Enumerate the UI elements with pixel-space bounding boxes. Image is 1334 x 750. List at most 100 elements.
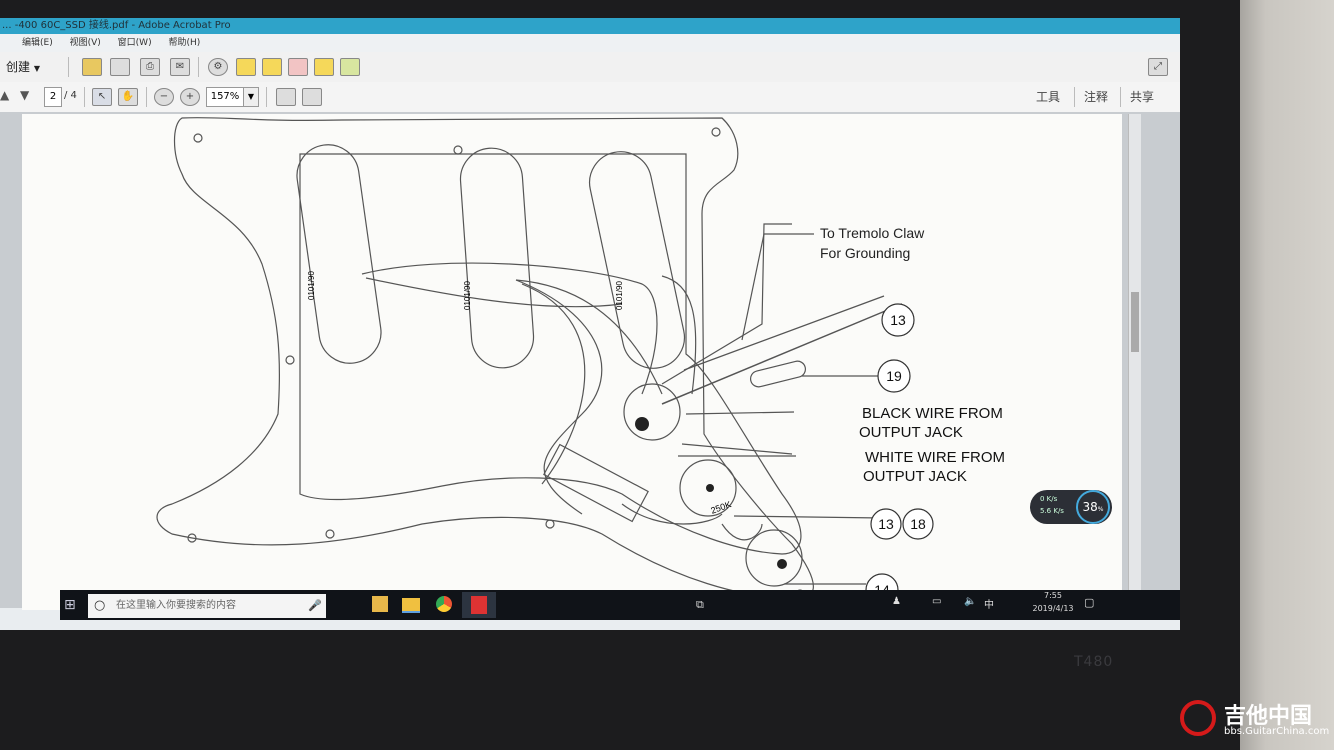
solder-point (706, 484, 714, 492)
wire (661, 303, 903, 405)
vertical-scrollbar[interactable] (1128, 114, 1141, 608)
next-page-icon[interactable]: ▼ (20, 88, 30, 102)
menu-view[interactable]: 视图(V) (69, 38, 101, 48)
tremolo-label-1: To Tremolo Claw (820, 225, 925, 241)
volume-pot (623, 383, 681, 441)
zoom-input[interactable]: 157% (206, 87, 244, 107)
ime-indicator[interactable]: 中 (984, 600, 994, 611)
create-button[interactable]: 创建 ▼ (6, 58, 40, 75)
wire (721, 523, 763, 541)
tools-tab[interactable]: 工具 (1036, 90, 1061, 104)
clock-date[interactable]: 2019/4/13 (1032, 604, 1074, 613)
menu-help[interactable]: 帮助(H) (168, 38, 201, 48)
wire (361, 262, 658, 395)
wire (661, 275, 697, 395)
callout-18: 18 (910, 516, 926, 532)
start-windows-icon[interactable]: ⊞ (64, 597, 76, 613)
tremolo-leader (741, 233, 814, 341)
callout-19-circle (877, 359, 911, 393)
highlight-icon[interactable] (262, 58, 282, 76)
solder-point (635, 417, 649, 431)
stamp-icon[interactable] (288, 58, 308, 76)
percent-unit: % (1097, 506, 1104, 513)
menu-window[interactable]: 窗口(W) (117, 38, 152, 48)
zoom-out-icon[interactable]: − (154, 88, 174, 106)
share-tab[interactable]: 共享 (1130, 90, 1155, 104)
leader-line (733, 515, 883, 519)
page-number-input[interactable]: 2 (44, 87, 62, 107)
callout-19: 19 (886, 368, 902, 384)
tone-pot-1 (679, 459, 737, 517)
chrome-icon[interactable] (436, 596, 452, 612)
wire (621, 503, 723, 525)
callout-13b: 13 (878, 516, 894, 532)
fit-page-icon[interactable] (276, 88, 296, 106)
hand-tool-icon[interactable]: ✋ (118, 88, 138, 106)
comment-tab[interactable]: 注释 (1084, 90, 1109, 104)
sign-icon[interactable] (340, 58, 360, 76)
screw-hole (711, 127, 721, 137)
comment-icon[interactable] (236, 58, 256, 76)
page-total: / 4 (64, 90, 77, 101)
battery-icon[interactable]: ▭ (932, 596, 942, 607)
save-icon[interactable] (110, 58, 130, 76)
divider (266, 87, 267, 107)
taskbar-search[interactable]: ○ 在这里输入你要搜索的内容 🎤 (88, 594, 326, 618)
divider (146, 87, 147, 107)
print-icon[interactable]: ⎙ (140, 58, 160, 76)
attach-icon[interactable] (314, 58, 334, 76)
menu-edit[interactable]: 编辑(E) (22, 38, 53, 48)
screw-hole (453, 145, 463, 155)
task-view-icon[interactable]: ⧉ (696, 598, 704, 611)
divider (84, 87, 85, 107)
zoom-in-icon[interactable]: + (180, 88, 200, 106)
notification-icon[interactable]: ▢ (1084, 596, 1095, 609)
wire (681, 443, 793, 455)
full-screen-icon[interactable] (302, 88, 322, 106)
volume-icon[interactable]: 🔈 (964, 596, 977, 607)
acrobat-taskbar-button[interactable] (462, 592, 496, 618)
wire (515, 279, 663, 395)
chevron-down-icon: ▼ (33, 64, 40, 73)
screw-hole (193, 133, 203, 143)
window-title: ... -400 60C_SSD 接线.pdf - Adobe Acrobat … (0, 18, 1180, 34)
network-monitor-widget[interactable]: 0 K/s 5.6 K/s 38% (1030, 490, 1112, 524)
black-wire-label-1: BLACK WIRE FROM (862, 405, 1003, 422)
divider (1074, 87, 1075, 107)
tone-pot-2 (745, 529, 803, 587)
callout-13b-circle (870, 508, 902, 540)
microphone-icon[interactable]: 🎤 (308, 599, 322, 612)
upload-speed: 0 K/s (1040, 495, 1058, 503)
file-explorer-icon[interactable] (402, 598, 420, 613)
callout-18-circle (902, 508, 934, 540)
select-arrow-icon[interactable]: ↖ (92, 88, 112, 106)
scroll-thumb[interactable] (1131, 292, 1139, 352)
clock-time[interactable]: 7:55 (1044, 591, 1062, 600)
email-icon[interactable]: ✉ (170, 58, 190, 76)
menu-bar: 编辑(E) 视图(V) 窗口(W) 帮助(H) (0, 34, 1180, 52)
expand-icon[interactable]: ⤢ (1148, 58, 1168, 76)
main-toolbar: 创建 ▼ ⎙ ✉ ⚙ ⤢ (0, 52, 1180, 83)
watermark-brand: 吉他中国 (1224, 704, 1313, 729)
screen: ... -400 60C_SSD 接线.pdf - Adobe Acrobat … (0, 18, 1180, 630)
screw-hole (187, 533, 197, 543)
callout-13a-circle (881, 303, 915, 337)
zoom-dropdown-icon[interactable]: ▼ (243, 87, 259, 107)
store-icon[interactable] (372, 596, 388, 612)
divider (68, 57, 69, 77)
gear-icon[interactable]: ⚙ (208, 58, 228, 76)
watermark-logo: 吉他中国 bbs.GuitarChina.com (1176, 696, 1334, 744)
watermark-url: bbs.GuitarChina.com (1224, 726, 1330, 737)
wire (515, 279, 603, 515)
callout-13a: 13 (890, 312, 906, 328)
screw-hole (545, 519, 555, 529)
prev-page-icon[interactable]: ▲ (0, 88, 10, 102)
cortana-icon: ○ (94, 598, 106, 613)
divider (1120, 87, 1121, 107)
pickup-middle (459, 147, 535, 369)
open-folder-icon[interactable] (82, 58, 102, 76)
screw-hole (285, 355, 295, 365)
search-placeholder: 在这里输入你要搜索的内容 (116, 600, 236, 611)
leader-line (685, 411, 795, 415)
people-icon[interactable]: ♟ (892, 596, 901, 607)
